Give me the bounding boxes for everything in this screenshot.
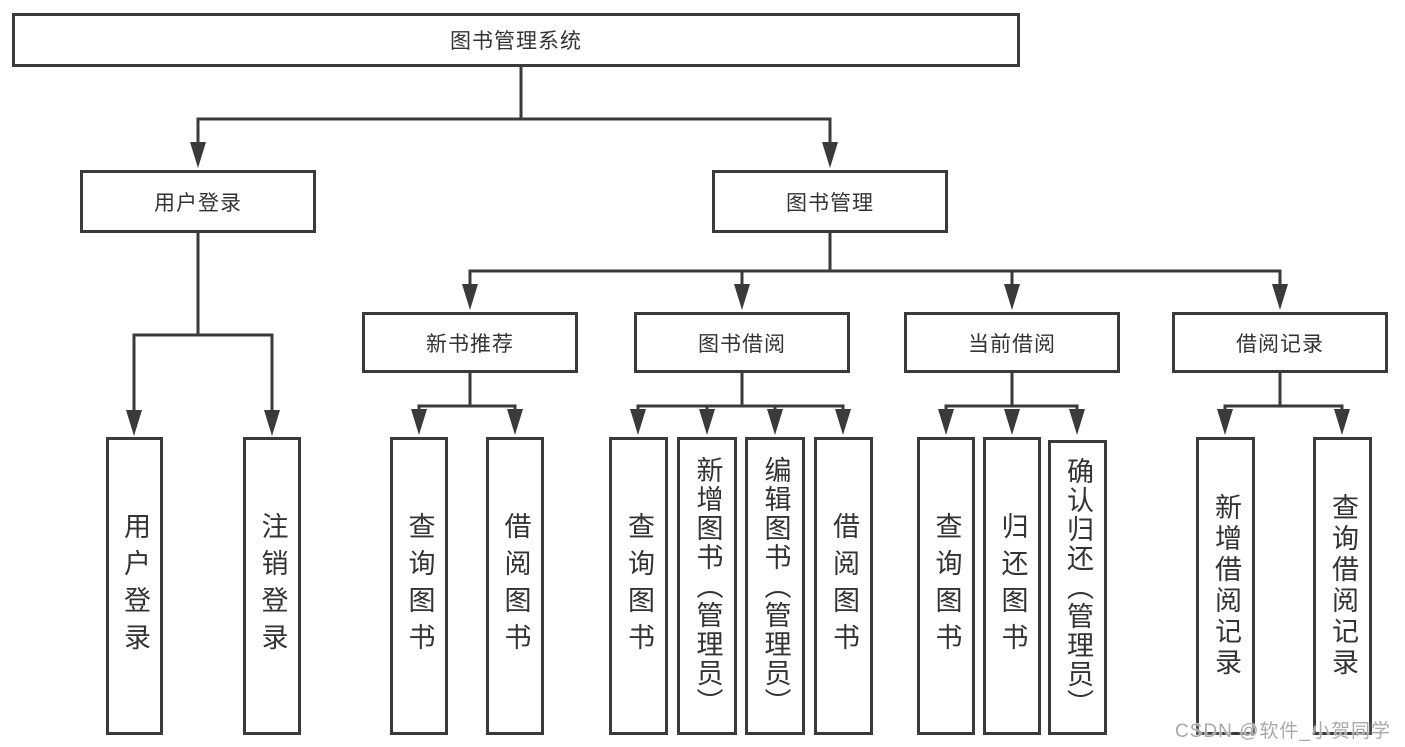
leaf-recommend-query-books-label: 查询图书 [404, 512, 435, 660]
node-book-management-label: 图书管理 [786, 191, 874, 215]
node-current-borrowing: 当前借阅 [904, 312, 1120, 373]
leaf-user-login: 用户登录 [106, 437, 163, 735]
leaf-recommend-borrow-books: 借阅图书 [486, 437, 544, 735]
leaf-records-query-record: 查询借阅记录 [1313, 437, 1372, 735]
leaf-borrow-edit-books-admin: 编辑图书（管理员） [745, 437, 805, 735]
node-user-login: 用户登录 [80, 170, 316, 233]
node-book-borrowing: 图书借阅 [634, 312, 850, 373]
leaf-current-confirm-return-admin: 确认归还（管理员） [1048, 440, 1107, 735]
leaf-borrow-edit-books-admin-label: 编辑图书（管理员） [760, 455, 791, 717]
node-borrowing-records: 借阅记录 [1172, 312, 1388, 373]
node-current-borrowing-label: 当前借阅 [968, 332, 1056, 356]
leaf-current-query-books-label: 查询图书 [931, 512, 962, 660]
leaf-user-login-label: 用户登录 [120, 512, 150, 660]
leaf-borrow-borrow-books-label: 借阅图书 [829, 512, 859, 660]
leaf-recommend-query-books: 查询图书 [390, 437, 448, 735]
node-new-book-recommendation-label: 新书推荐 [426, 332, 514, 356]
leaf-borrow-add-books-admin-label: 新增图书（管理员） [692, 455, 723, 717]
leaf-borrow-query-books-label: 查询图书 [624, 512, 654, 660]
csdn-watermark: CSDN @软件_小贺同学 [1175, 721, 1391, 742]
node-borrowing-records-label: 借阅记录 [1236, 332, 1324, 356]
leaf-records-add-record-label: 新增借阅记录 [1211, 493, 1241, 679]
leaf-logout-label: 注销登录 [257, 512, 288, 660]
leaf-current-return-books-label: 归还图书 [997, 512, 1028, 660]
leaf-recommend-borrow-books-label: 借阅图书 [500, 512, 531, 660]
node-new-book-recommendation: 新书推荐 [362, 312, 578, 373]
leaf-records-add-record: 新增借阅记录 [1196, 437, 1255, 735]
leaf-borrow-add-books-admin: 新增图书（管理员） [677, 437, 737, 735]
leaf-borrow-query-books: 查询图书 [609, 437, 668, 735]
leaf-borrow-borrow-books: 借阅图书 [814, 437, 873, 735]
leaf-logout: 注销登录 [243, 437, 301, 735]
node-book-borrowing-label: 图书借阅 [698, 332, 786, 356]
node-user-login-label: 用户登录 [154, 191, 242, 215]
node-book-management: 图书管理 [712, 170, 948, 233]
node-root-label: 图书管理系统 [450, 30, 582, 53]
leaf-current-query-books: 查询图书 [917, 437, 975, 735]
node-root: 图书管理系统 [12, 13, 1020, 67]
leaf-current-confirm-return-admin-label: 确认归还（管理员） [1063, 457, 1093, 718]
leaf-records-query-record-label: 查询借阅记录 [1328, 493, 1358, 679]
arrowheads [126, 142, 1350, 436]
leaf-current-return-books: 归还图书 [983, 437, 1041, 735]
